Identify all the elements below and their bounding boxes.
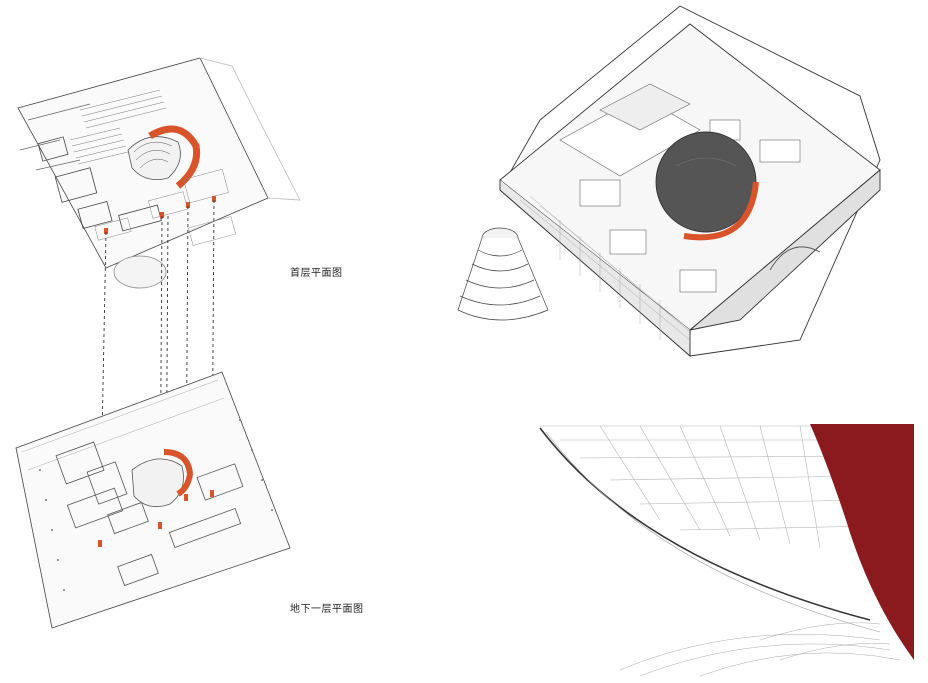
facade-grid xyxy=(519,195,691,341)
red-curtain-wall xyxy=(810,424,914,660)
axonometric-model xyxy=(457,5,881,357)
ground-markers xyxy=(104,196,216,234)
cone-tower xyxy=(457,227,549,321)
interior-perspective xyxy=(539,424,914,677)
curved-balcony xyxy=(539,427,871,621)
seating-lines xyxy=(619,622,901,677)
tables-ground xyxy=(94,168,236,246)
orange-arc-ground xyxy=(148,125,201,189)
seating-rows-top xyxy=(69,89,167,165)
basement-markers xyxy=(98,490,214,547)
round-plaza xyxy=(113,255,167,289)
rooms-left xyxy=(37,136,162,232)
ground-floor-plan-caption: 首层平面图 xyxy=(290,268,343,279)
orange-arc-axonometric xyxy=(683,181,759,241)
basement-rooms xyxy=(55,441,244,587)
orange-arc-basement xyxy=(163,449,194,497)
curved-entry xyxy=(769,246,821,271)
basement-floor-plan-caption: 地下一层平面图 xyxy=(290,604,364,615)
sphere-hall xyxy=(655,131,757,233)
ground-floor-plan xyxy=(17,57,301,289)
basement-floor-plan xyxy=(15,371,291,629)
axonometric-interior xyxy=(559,83,801,293)
basement-dots xyxy=(39,419,273,591)
